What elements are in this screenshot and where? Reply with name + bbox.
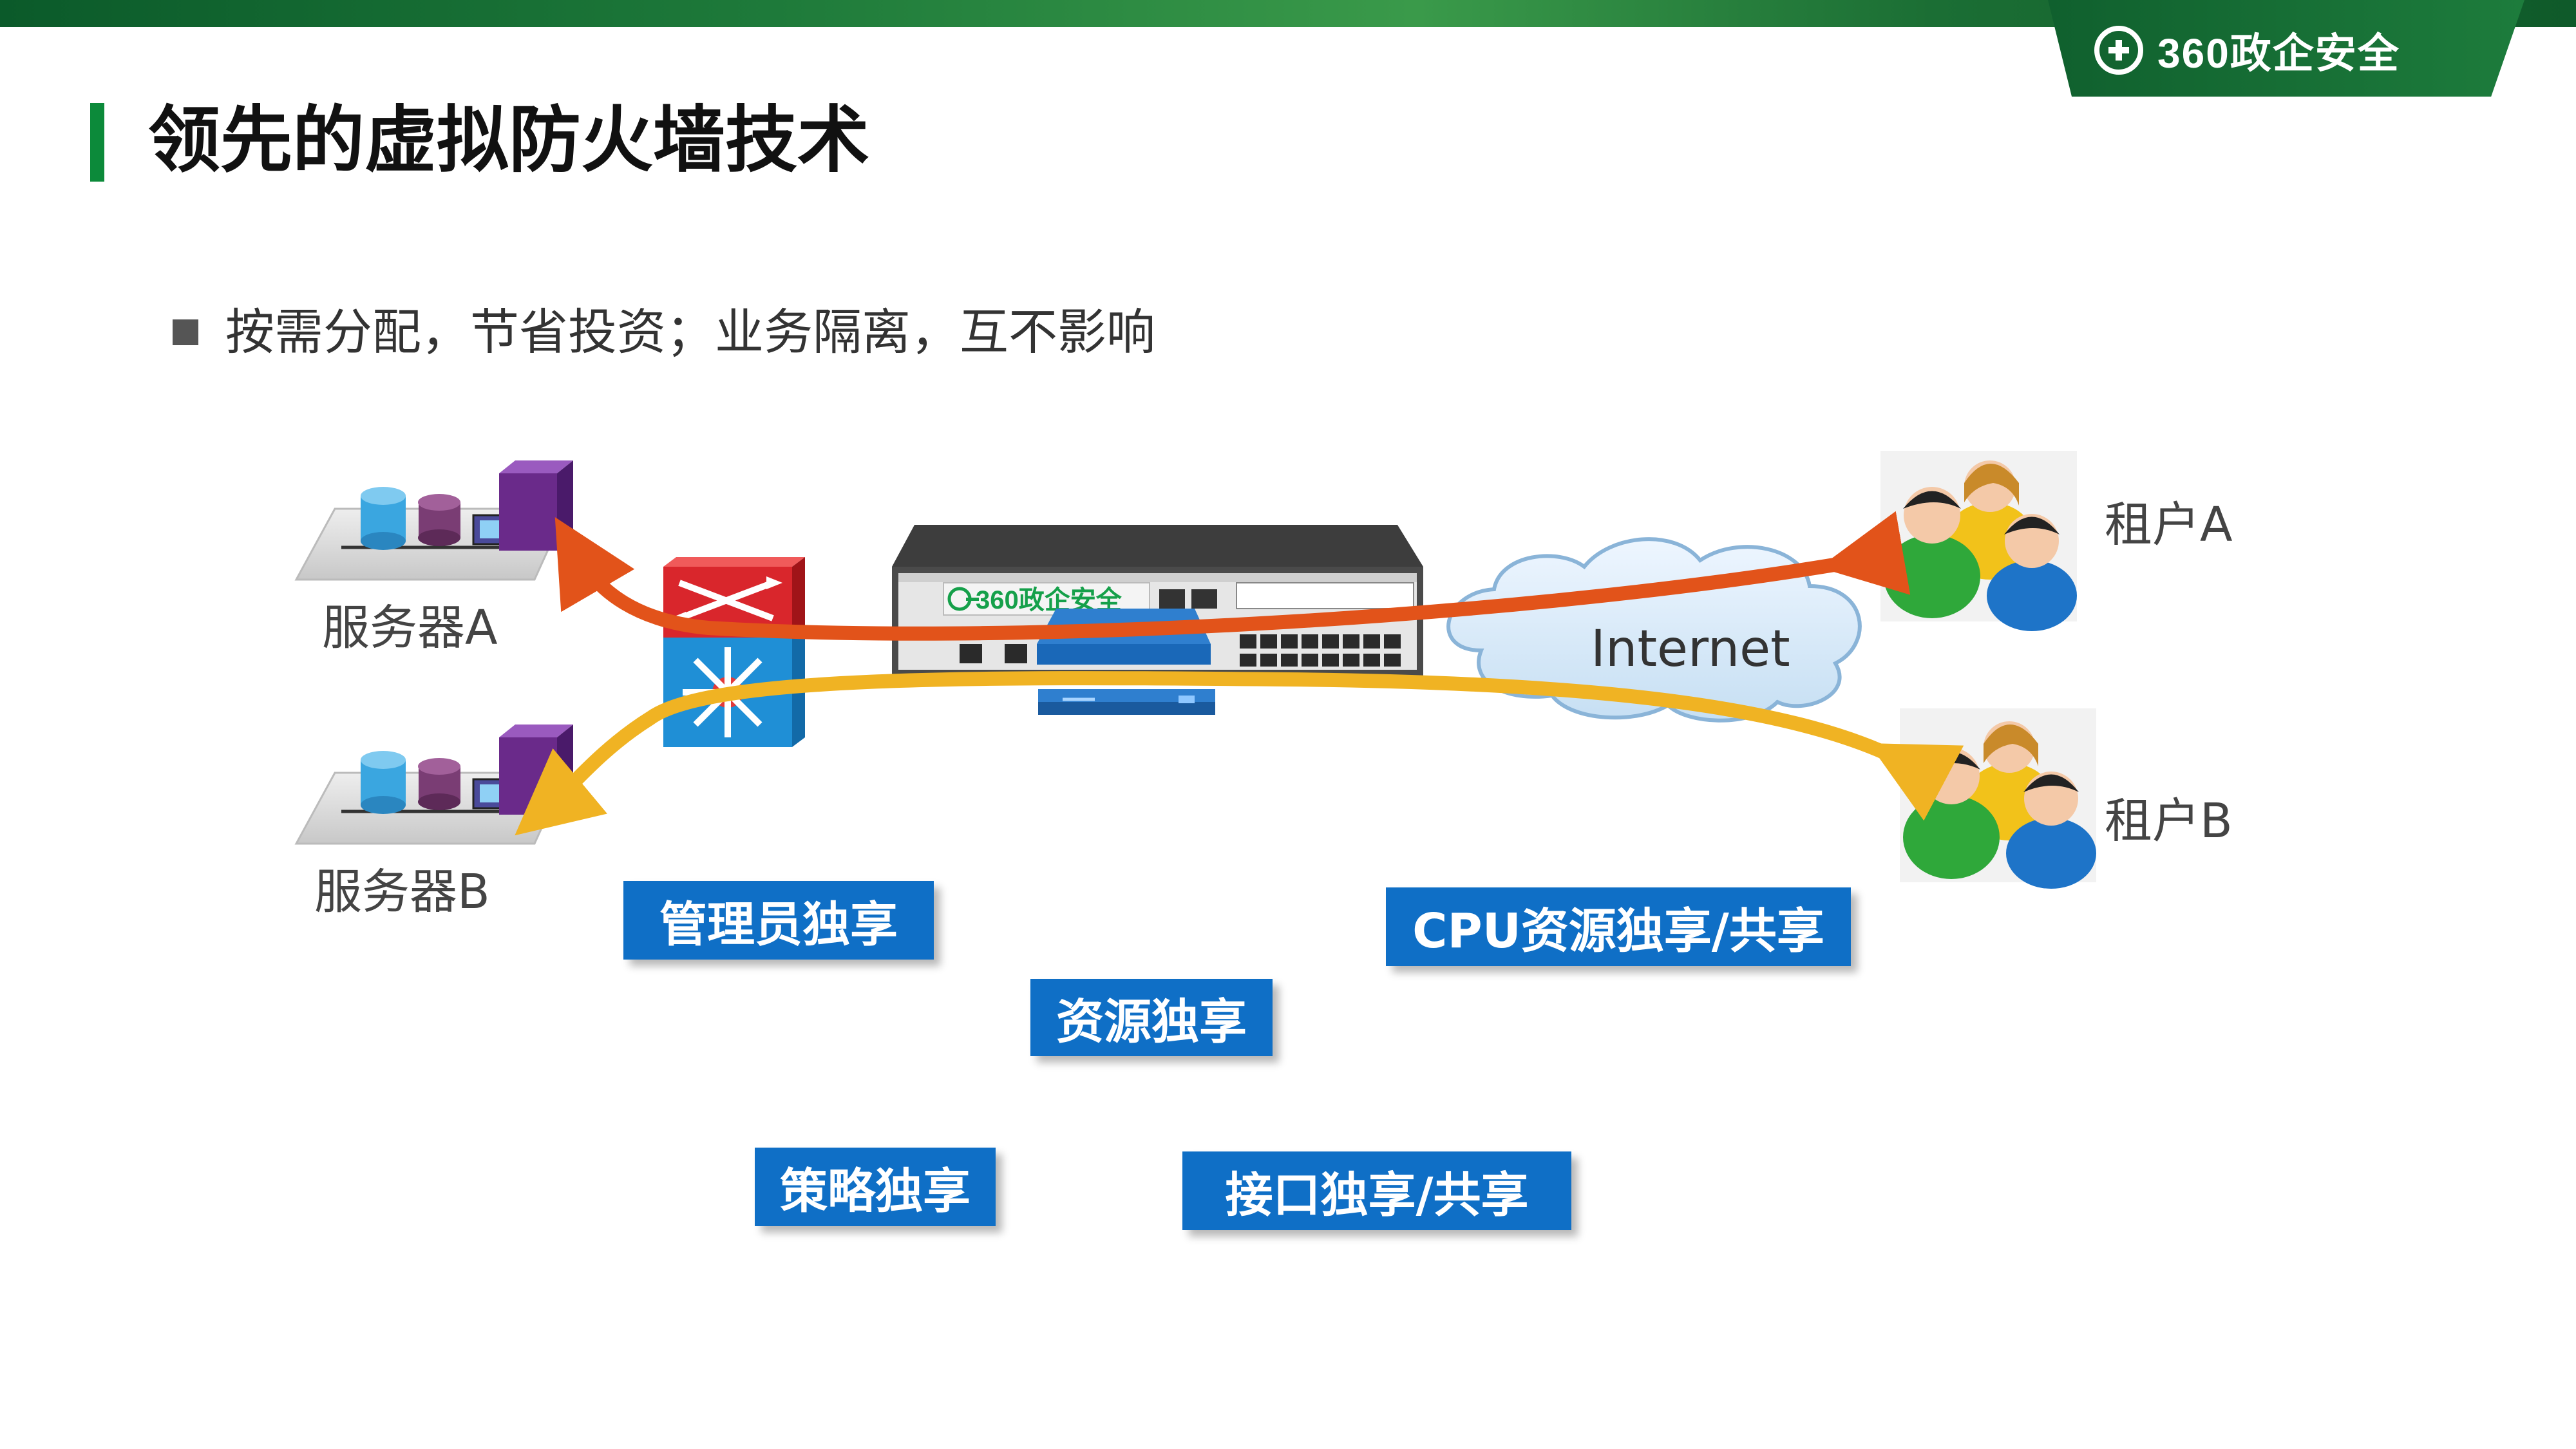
server-a-label: 服务器A	[322, 600, 498, 656]
bullet-text: 按需分配，节省投资；业务隔离，互不影响	[225, 303, 1155, 361]
feature-policy-exclusive: 策略独享	[755, 1148, 996, 1226]
brand-logo: 360政企安全	[2093, 24, 2400, 77]
server-b-label: 服务器B	[314, 864, 490, 920]
flow-arrow-a	[554, 511, 1911, 641]
page-title: 领先的虚拟防火墙技术	[148, 99, 869, 182]
bullet-marker	[173, 319, 198, 345]
server-b-icon	[294, 724, 573, 845]
server-a-icon	[294, 460, 573, 581]
tenant-b-label: 租户B	[2105, 793, 2233, 849]
tenant-a-users-icon	[1880, 451, 2077, 631]
feature-resource-exclusive: 资源独享	[1030, 979, 1273, 1056]
flow-arrow-b	[515, 671, 1964, 836]
plus-circle-icon	[2094, 26, 2143, 75]
feature-interface-exclusive-shared: 接口独享/共享	[1182, 1151, 1571, 1230]
brand-name: 360政企安全	[2157, 30, 2400, 77]
feature-admin-exclusive: 管理员独享	[623, 881, 934, 960]
feature-cpu-exclusive-shared: CPU资源独享/共享	[1386, 887, 1851, 966]
internet-label: Internet	[1591, 620, 1790, 678]
title-accent-bar	[90, 103, 104, 182]
tenant-b-users-icon	[1900, 708, 2096, 889]
switch-icon	[663, 557, 805, 747]
tenant-a-label: 租户A	[2105, 497, 2233, 553]
